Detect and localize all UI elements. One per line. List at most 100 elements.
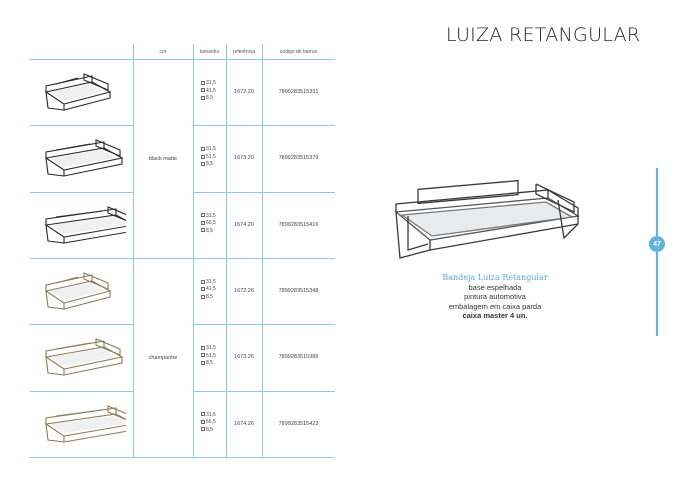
size-text: 8,5 <box>206 293 213 300</box>
product-thumbnail <box>44 139 124 178</box>
row-divider <box>30 390 133 392</box>
barcode-number: 7899283515331 <box>278 89 319 96</box>
size-text: 8,5 <box>206 227 213 234</box>
desc-line: pintura automotiva <box>464 292 526 301</box>
size-text: 66,5 <box>206 419 216 426</box>
barcode-number: 7899283515423 <box>278 420 319 427</box>
reference-code: 1672.26 <box>234 288 254 295</box>
size-value: 8,5 <box>201 427 216 435</box>
size-text: 8,5 <box>206 426 213 433</box>
row-divider <box>30 125 133 127</box>
dimension-icon <box>201 360 205 365</box>
desc-line: base espelhada <box>468 282 522 292</box>
size-value: 66,5 <box>201 220 216 228</box>
size-text: 31,5 <box>206 80 216 86</box>
column-divider <box>193 44 194 457</box>
dimension-icon <box>201 294 205 299</box>
desc-line: embalagem em caixa parda <box>448 301 542 311</box>
size-value: 31,5 <box>201 80 216 88</box>
dimension-icon <box>201 228 205 233</box>
product-thumbnail <box>44 272 112 310</box>
size-text: 8,5 <box>206 360 213 367</box>
size-value: 8,5 <box>201 161 216 169</box>
page-number: 47 <box>649 236 665 252</box>
row-divider <box>193 390 335 392</box>
dimension-icon <box>201 95 205 100</box>
size-text: 51,5 <box>206 352 216 359</box>
product-thumbnail <box>44 338 124 376</box>
dimension-icon <box>201 154 205 159</box>
barcode-number: 7899283515348 <box>278 288 319 295</box>
reference-code: 1674.26 <box>234 420 254 427</box>
color-champanhe: champanhe <box>148 354 178 361</box>
product-thumbnail <box>44 205 126 244</box>
barcode-number: 7899283515386 <box>278 354 319 361</box>
size-text: 41,5 <box>206 87 216 94</box>
dimension-icon <box>201 162 205 166</box>
header-tamanho: tamanho <box>199 48 220 55</box>
size-value: 31,5 <box>201 412 216 420</box>
barcode-number: 7899283515379 <box>278 155 319 162</box>
product-name: Bandeja Luiza Retangular <box>442 273 548 282</box>
size-value: 31,5 <box>201 146 216 154</box>
dimension-icon <box>201 147 205 151</box>
row-divider <box>30 324 133 326</box>
product-image-large <box>394 179 580 259</box>
dimension-icon <box>201 80 205 85</box>
size-text: 31,5 <box>206 212 216 219</box>
page-marker-line <box>656 168 658 336</box>
header-cor: cor <box>159 48 167 55</box>
size-text: 8,5 <box>206 95 213 101</box>
size-text: 31,5 <box>206 146 216 153</box>
dimension-icon <box>201 427 205 432</box>
row-divider <box>30 59 335 60</box>
size-value: 8,5 <box>201 294 216 302</box>
size-value: 31,5 <box>201 279 216 287</box>
size-text: 66,5 <box>206 220 216 227</box>
column-divider <box>133 44 134 457</box>
header-referencia: referência <box>232 48 256 55</box>
size-text: 8,5 <box>206 161 213 168</box>
column-divider <box>262 44 263 457</box>
size-value: 31,5 <box>201 345 216 353</box>
dimension-icon <box>201 279 205 284</box>
dimension-icon <box>201 287 205 292</box>
size-value: 66,5 <box>201 419 216 427</box>
size-text: 41,5 <box>206 286 216 293</box>
size-text: 51,5 <box>206 153 216 160</box>
product-thumbnail <box>44 404 126 443</box>
reference-code: 1672.20 <box>234 89 254 96</box>
dimension-icon <box>201 419 205 424</box>
size-value: 51,5 <box>201 154 216 162</box>
size-text: 31,5 <box>206 411 216 418</box>
size-text: 31,5 <box>206 345 216 352</box>
dimension-icon <box>201 412 205 417</box>
size-value: 51,5 <box>201 353 216 361</box>
product-description: Bandeja Luiza Retangular base espelhada … <box>420 273 570 321</box>
desc-line: caixa master 4 un. <box>462 311 528 320</box>
header-codigo: codigo de barras <box>279 48 318 55</box>
row-divider <box>30 456 335 458</box>
row-divider <box>193 324 335 326</box>
size-value: 8,5 <box>201 360 216 368</box>
dimension-icon <box>201 220 205 225</box>
size-text: 31,5 <box>206 278 216 285</box>
barcode-number: 7899283515416 <box>278 221 319 228</box>
row-divider <box>193 191 335 193</box>
size-value: 31,5 <box>201 213 216 221</box>
reference-code: 1673.26 <box>234 354 254 361</box>
column-divider <box>226 44 227 457</box>
dimension-icon <box>201 213 205 218</box>
dimension-icon <box>201 88 205 93</box>
row-divider <box>30 257 335 259</box>
size-value: 8,5 <box>201 228 216 236</box>
reference-code: 1674.20 <box>234 221 254 228</box>
row-divider <box>30 191 133 193</box>
product-thumbnail <box>44 73 112 111</box>
row-divider <box>193 125 335 127</box>
